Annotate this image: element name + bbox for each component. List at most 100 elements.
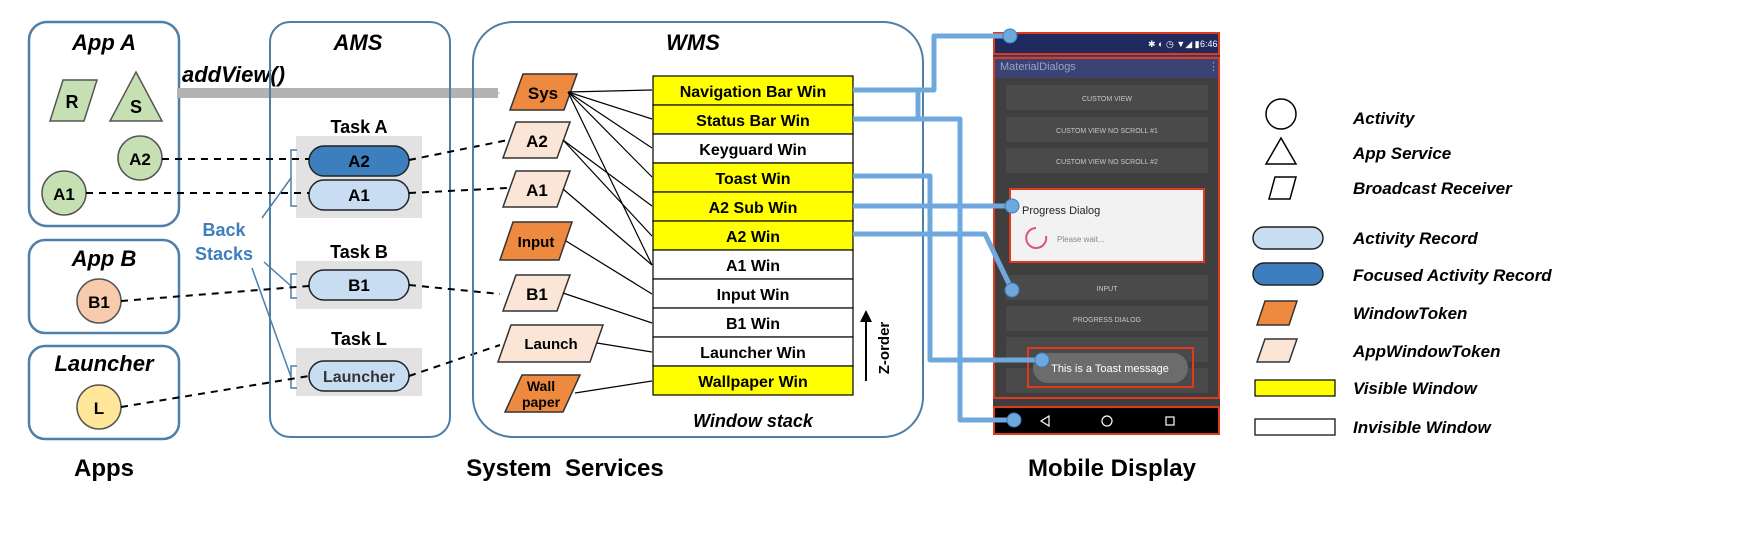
add-view-label: addView() <box>182 62 285 87</box>
window-token-input <box>498 221 574 261</box>
phone-screen: ✱ ◐ ◷ ▼◢ ▮ 6:46 MaterialDialogs ⋮ CUSTOM… <box>993 32 1220 435</box>
status-icons: ✱ ◐ ◷ ▼◢ ▮ <box>1148 39 1200 49</box>
link-endpoints <box>1002 28 1050 428</box>
task-l-label: Task L <box>331 329 387 349</box>
window-token-wallpaper-label-line1: Wall <box>527 378 555 394</box>
back-stacks-brackets <box>251 149 297 389</box>
window-status-bar-label: Status Bar Win <box>696 113 810 130</box>
window-navigation-bar-label: Navigation Bar Win <box>680 84 827 101</box>
legend-visible-window-icon <box>1254 379 1336 397</box>
wms-title: WMS <box>666 30 720 55</box>
legend-focused-activity-record-icon <box>1252 262 1324 286</box>
window-display-links <box>853 33 1040 423</box>
button-progress-dialog[interactable] <box>1006 306 1208 331</box>
window-toast-label: Toast Win <box>715 171 790 188</box>
activity-record-a2 <box>308 145 410 177</box>
apps-caption: Apps <box>74 455 134 482</box>
activity-b1-label: B1 <box>88 293 110 312</box>
app-service-s-label: S <box>130 97 142 117</box>
task-a-label: Task A <box>330 117 387 137</box>
task-b-label: Task B <box>330 242 388 262</box>
toast-message-text: This is a Toast message <box>1051 363 1169 375</box>
legend-app-window-token-icon <box>1255 338 1299 363</box>
app-window-outline <box>993 57 1220 399</box>
window-a2-label: A2 Win <box>726 229 780 246</box>
window-a1-label: A1 Win <box>726 258 780 275</box>
window-token-wallpaper-label-line2: paper <box>522 394 561 410</box>
window-wallpaper <box>652 365 854 396</box>
button-custom-view-no-scroll-2[interactable] <box>1006 148 1208 173</box>
window-a2-sub <box>652 191 854 222</box>
activity-record-launcher-label: Launcher <box>323 369 395 386</box>
broadcast-receiver-r-label: R <box>66 92 79 112</box>
activity-l-label: L <box>94 399 104 418</box>
legend-broadcast-receiver-label: Broadcast Receiver <box>1353 179 1513 198</box>
progress-dialog-title: Progress Dialog <box>1022 205 1100 217</box>
legend-window-token-icon <box>1255 300 1299 326</box>
legend-app-service-label: App Service <box>1352 144 1451 163</box>
window-token-sys <box>508 73 579 111</box>
window-input <box>652 278 854 309</box>
legend-invisible-window-label: Invisible Window <box>1353 418 1493 437</box>
progress-spinner-icon <box>1025 227 1048 249</box>
window-a1 <box>652 249 854 280</box>
z-order-label: Z-order <box>876 322 893 375</box>
app-window-token-a1-label: A1 <box>526 181 548 200</box>
window-toast <box>652 162 854 193</box>
activity-a2-label: A2 <box>129 150 151 169</box>
button-custom-view-no-scroll-2-label: CUSTOM VIEW NO SCROLL #2 <box>1056 159 1158 166</box>
legend-activity-record-icon <box>1252 226 1324 250</box>
z-order-arrowhead <box>860 310 872 322</box>
button-custom-view[interactable] <box>1006 85 1208 110</box>
button-custom-view-label: CUSTOM VIEW <box>1082 96 1132 103</box>
window-stack: Navigation Bar Win Status Bar Win Keygua… <box>652 75 854 396</box>
activity-a1-label: A1 <box>53 185 75 204</box>
button-input[interactable] <box>1006 275 1208 300</box>
window-token-input-label: Input <box>518 234 555 251</box>
broadcast-receiver-r <box>48 79 99 122</box>
phone-nav-bar <box>993 406 1220 435</box>
button-custom-view-no-scroll-1-label: CUSTOM VIEW NO SCROLL #1 <box>1056 128 1158 135</box>
window-keyguard-label: Keyguard Win <box>699 142 806 159</box>
launcher-title: Launcher <box>54 351 154 376</box>
launcher-panel <box>27 344 181 441</box>
back-stacks-label-line1: Back <box>202 220 246 240</box>
legend-window-token-label: WindowToken <box>1353 304 1467 323</box>
activity-record-a2-label: A2 <box>348 152 370 171</box>
progress-dialog <box>1009 188 1205 263</box>
button-custom-view-no-scroll-1[interactable] <box>1006 117 1208 142</box>
legend-broadcast-receiver-icon <box>1268 176 1297 200</box>
back-icon[interactable] <box>1039 414 1050 428</box>
progress-dialog-message: Please wait... <box>1057 235 1105 244</box>
wms-panel <box>472 21 924 438</box>
legend-app-window-token-label: AppWindowToken <box>1352 342 1500 361</box>
legend-invisible-window-icon <box>1254 418 1336 436</box>
activity-record-links <box>86 139 509 408</box>
app-window-token-a1 <box>501 170 572 208</box>
app-window-token-a2-label: A2 <box>526 132 548 151</box>
activity-record-a1-label: A1 <box>348 186 370 205</box>
window-status-bar <box>652 104 854 135</box>
app-a-panel <box>27 20 181 228</box>
app-b-panel <box>27 238 181 335</box>
app-a-title: App A <box>71 30 136 55</box>
home-icon[interactable] <box>1101 415 1113 427</box>
button-input-label: INPUT <box>1097 286 1119 293</box>
activity-record-b1-label: B1 <box>348 276 370 295</box>
window-input-label: Input Win <box>717 287 790 304</box>
window-stack-label: Window stack <box>693 411 814 431</box>
app-window-token-launch-label: Launch <box>524 336 577 353</box>
toast-outline <box>1027 347 1194 388</box>
legend-activity-icon <box>1265 98 1297 130</box>
app-bar-overflow-icon[interactable]: ⋮ <box>1208 61 1219 73</box>
app-window-token-launch <box>496 324 605 363</box>
window-wallpaper-label: Wallpaper Win <box>698 374 808 391</box>
recents-icon[interactable] <box>1165 416 1175 426</box>
phone-status-bar <box>993 32 1220 54</box>
app-window-token-b1 <box>501 274 572 312</box>
app-window-token-b1-label: B1 <box>526 285 548 304</box>
window-keyguard <box>652 133 854 164</box>
toast-message <box>1033 353 1188 383</box>
app-window-token-a2 <box>501 121 572 159</box>
ams-title: AMS <box>333 30 383 55</box>
